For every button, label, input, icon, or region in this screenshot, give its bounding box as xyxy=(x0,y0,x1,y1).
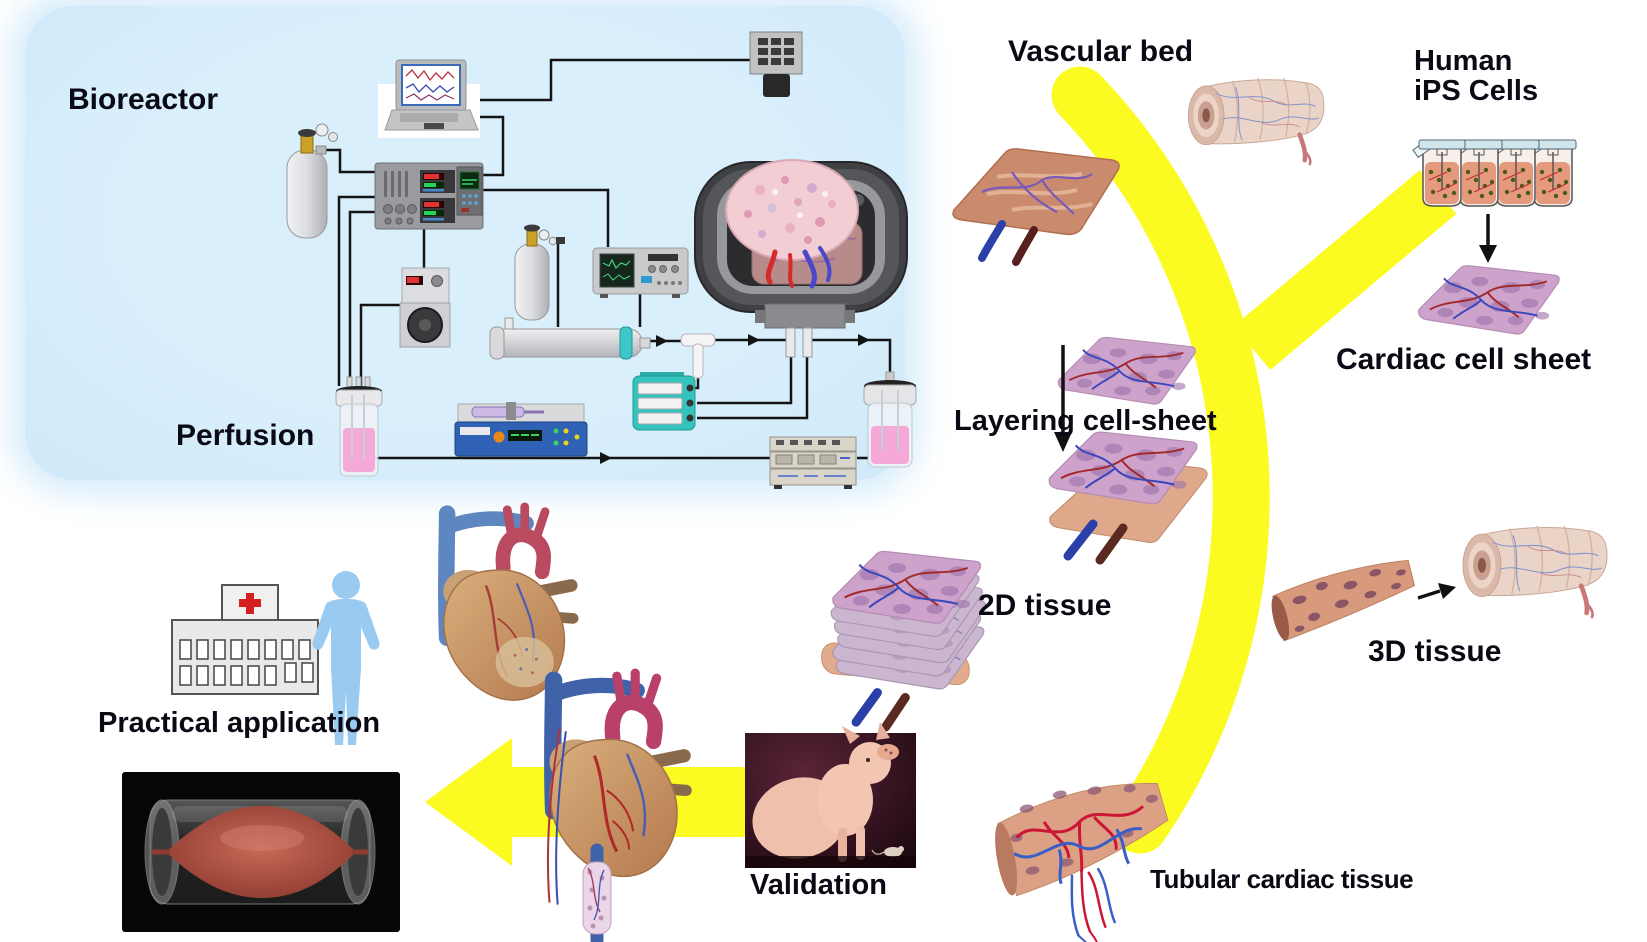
gas-mixer-panel xyxy=(374,162,484,230)
branch-arrow-from-cardiac-sheet xyxy=(1233,170,1457,370)
engineered-heart-lower xyxy=(544,668,692,905)
3d-tissue-tube xyxy=(1271,559,1416,642)
gas-cylinder-1 xyxy=(286,123,338,239)
oscilloscope xyxy=(592,247,689,298)
flow-direction-arrows xyxy=(600,334,870,464)
2d-tissue-stack xyxy=(821,551,986,732)
rack-instrument xyxy=(769,436,857,489)
vascular-bed-flap xyxy=(952,148,1120,266)
hospital-icon xyxy=(171,584,319,695)
engineered-heart-upper xyxy=(437,502,579,701)
cardiac-cell-sheet-label: Cardiac cell sheet xyxy=(1336,343,1592,376)
monitoring-camera xyxy=(749,31,803,97)
graft-wrapped-vessel xyxy=(582,843,612,942)
process-controller xyxy=(456,166,483,216)
tissue-disc xyxy=(725,159,859,261)
tubular-cardiac-tissue-illustration xyxy=(995,782,1169,942)
layering-cell-sheet-label: Layering cell-sheet xyxy=(954,405,1217,437)
human-ips-line2: iPS Cells xyxy=(1414,75,1539,108)
oxygenator xyxy=(489,317,651,360)
red-cross-icon xyxy=(239,593,261,614)
peristaltic-pump xyxy=(399,267,451,348)
laptop xyxy=(378,59,480,138)
ips-culture-flasks xyxy=(1412,139,1577,207)
tubular-cardiac-tissue-label: Tubular cardiac tissue xyxy=(1150,864,1414,894)
3d-rolling-arrow xyxy=(1417,583,1456,600)
t-connector xyxy=(680,333,716,379)
bioreactor-label: Bioreactor xyxy=(68,83,219,116)
perfusion-label: Perfusion xyxy=(176,419,315,452)
tubing-wires xyxy=(323,58,892,460)
layered-cell-sheet xyxy=(1049,432,1208,565)
practical-application-label: Practical application xyxy=(98,707,381,739)
valve-manifold xyxy=(632,372,696,431)
cardiac-cell-sheet-illustration xyxy=(1419,266,1559,334)
human-ips-line1: Human xyxy=(1414,45,1513,77)
tissue-chamber-photo xyxy=(122,772,400,932)
single-cell-sheet xyxy=(1058,337,1195,404)
vascular-bed-roll xyxy=(1188,78,1324,164)
bioreactor-equipment-schematic xyxy=(286,31,917,489)
validation-pig-photo xyxy=(745,722,916,868)
2d-tissue-label: 2D tissue xyxy=(978,589,1112,622)
media-reservoir-left xyxy=(335,376,383,477)
syringe-pump xyxy=(454,402,588,457)
3d-tissue-roll xyxy=(1463,526,1607,617)
human-ips-cells-label: Human iPS Cells xyxy=(1414,46,1538,107)
3d-tissue-label: 3D tissue xyxy=(1368,635,1502,668)
main-cycle-arc xyxy=(1051,66,1270,854)
validation-label: Validation xyxy=(750,869,887,901)
vascular-bed-label: Vascular bed xyxy=(1008,35,1194,68)
patient-silhouette xyxy=(312,571,380,745)
media-reservoir-right xyxy=(863,371,917,468)
gas-cylinder-2 xyxy=(514,224,565,321)
layering-arrow xyxy=(1054,345,1072,452)
ips-to-sheet-arrow xyxy=(1479,214,1497,263)
culture-chamber xyxy=(694,159,908,358)
